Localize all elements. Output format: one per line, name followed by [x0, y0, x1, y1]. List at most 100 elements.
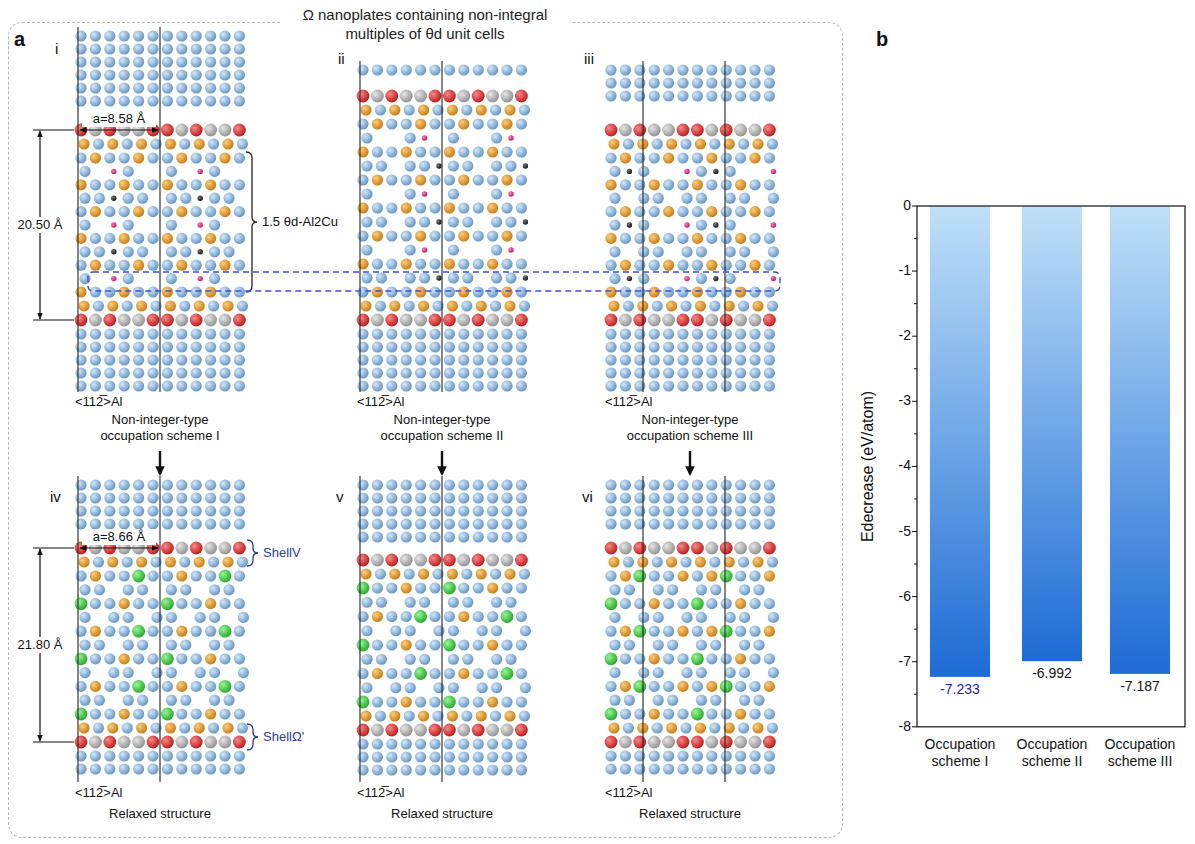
atom: [691, 124, 704, 137]
atom: [706, 90, 717, 101]
atom: [663, 152, 674, 163]
atom: [176, 286, 187, 297]
atom: [234, 708, 245, 719]
atom: [721, 179, 732, 190]
atom: [490, 104, 501, 115]
atom: [176, 570, 187, 581]
atom: [119, 763, 130, 774]
atom: [119, 286, 130, 297]
axis-tick: [914, 629, 917, 630]
atom: [219, 82, 230, 93]
atom: [677, 505, 688, 516]
atom: [634, 77, 645, 88]
atom: [147, 286, 158, 297]
atom: [372, 367, 383, 378]
atom: [667, 584, 678, 595]
atom: [520, 682, 531, 693]
atom: [385, 724, 398, 737]
atom: [620, 570, 631, 581]
atom: [634, 233, 645, 244]
atom: [720, 570, 733, 583]
atom: [161, 736, 174, 749]
atom: [357, 751, 368, 762]
atom: [443, 724, 456, 737]
atom: [405, 216, 416, 227]
atom: [111, 222, 116, 227]
lattice-direction: <112̅>Al: [357, 785, 404, 801]
atom: [176, 598, 187, 609]
tick-label: -5: [877, 523, 911, 540]
axis-tick: [914, 238, 917, 239]
atom: [133, 380, 144, 391]
atom: [721, 90, 732, 101]
atom: [609, 639, 620, 650]
atom: [487, 328, 498, 339]
atom: [605, 626, 616, 637]
atom: [234, 505, 245, 516]
atom: [119, 233, 130, 244]
atom: [90, 681, 101, 692]
atom: [491, 625, 502, 636]
atom: [713, 169, 718, 174]
atom: [205, 763, 216, 774]
atom: [401, 668, 412, 679]
atom: [448, 654, 459, 665]
atom: [372, 479, 383, 490]
atom: [620, 354, 631, 365]
atom: [208, 300, 219, 311]
atom: [147, 598, 158, 609]
atom: [749, 124, 762, 137]
atom: [176, 206, 187, 217]
atom: [516, 367, 527, 378]
atom: [476, 568, 487, 579]
atom: [677, 736, 690, 749]
atom: [605, 124, 618, 137]
atom: [93, 722, 104, 733]
atom: [166, 246, 177, 257]
atom: [706, 64, 717, 75]
atom: [619, 124, 632, 137]
atom: [605, 341, 616, 352]
atom: [462, 272, 473, 283]
atom: [721, 341, 732, 352]
atom: [162, 763, 173, 774]
atom: [191, 56, 202, 67]
atom: [219, 625, 232, 638]
atom: [415, 751, 426, 762]
atom: [104, 492, 115, 503]
atom: [735, 179, 746, 190]
atom: [205, 492, 216, 503]
atom: [634, 380, 645, 391]
atom: [491, 244, 502, 255]
atom: [721, 653, 732, 664]
atom: [473, 696, 484, 707]
atom: [652, 300, 663, 311]
atom: [133, 367, 144, 378]
atom: [209, 612, 220, 623]
atom: [696, 246, 707, 257]
atom: [505, 160, 516, 171]
atom: [357, 354, 368, 365]
atom: [458, 286, 469, 297]
atom: [385, 90, 398, 103]
atom: [205, 286, 216, 297]
atom: [401, 354, 412, 365]
atom: [444, 764, 455, 775]
atom: [473, 118, 484, 129]
dimension-arrow: [80, 129, 158, 130]
axis-tick: [914, 498, 917, 499]
atom: [376, 216, 387, 227]
atom: [79, 273, 90, 284]
atom: [90, 380, 101, 391]
panel-numeral: iv: [50, 488, 61, 506]
atom: [749, 736, 762, 749]
atom: [419, 216, 430, 227]
atom: [725, 246, 736, 257]
atom: [401, 146, 412, 157]
atom: [681, 612, 692, 623]
atom: [677, 354, 688, 365]
atom: [429, 724, 442, 737]
atom: [487, 174, 498, 185]
atom: [176, 95, 187, 106]
atom: [147, 56, 158, 67]
